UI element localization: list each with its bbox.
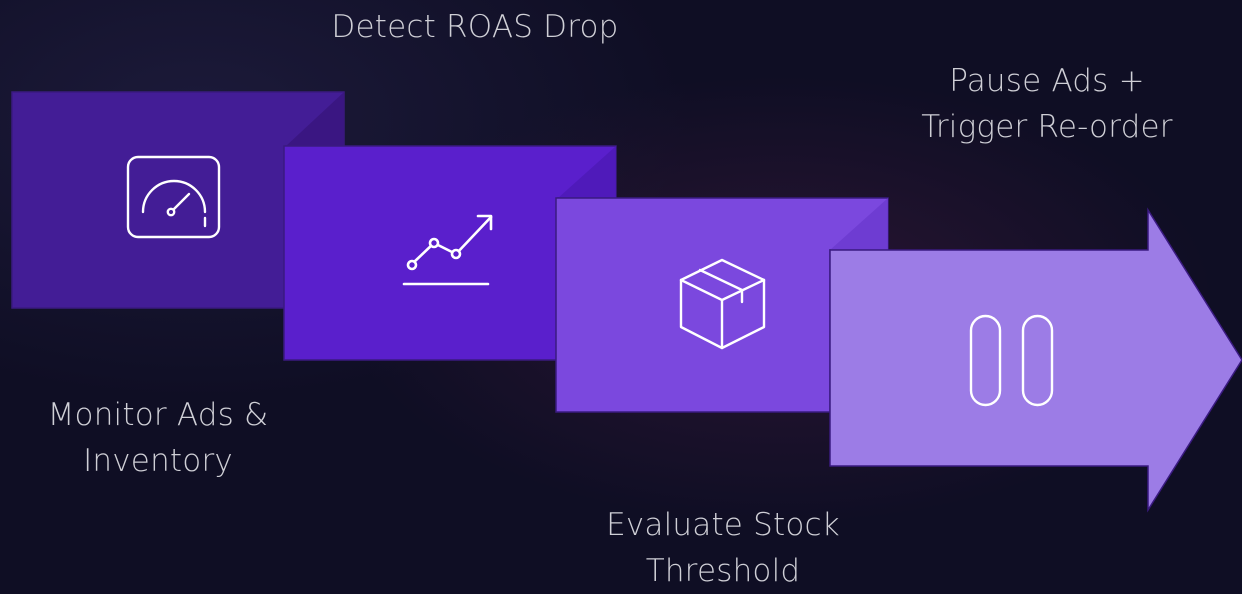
- package-icon: [679, 258, 766, 350]
- pause-icon: [969, 314, 1054, 407]
- step-pause-label: Pause Ads + Trigger Re-order: [921, 63, 1173, 145]
- step-monitor-label: Monitor Ads & Inventory: [47, 397, 269, 479]
- gauge-icon: [126, 155, 221, 239]
- trend-up-icon: [402, 214, 493, 286]
- step-pause-arrow: [829, 207, 1242, 513]
- step-evaluate-label: Evaluate Stock Threshold: [606, 507, 840, 589]
- step-detect-label: Detect ROAS Drop: [331, 9, 619, 45]
